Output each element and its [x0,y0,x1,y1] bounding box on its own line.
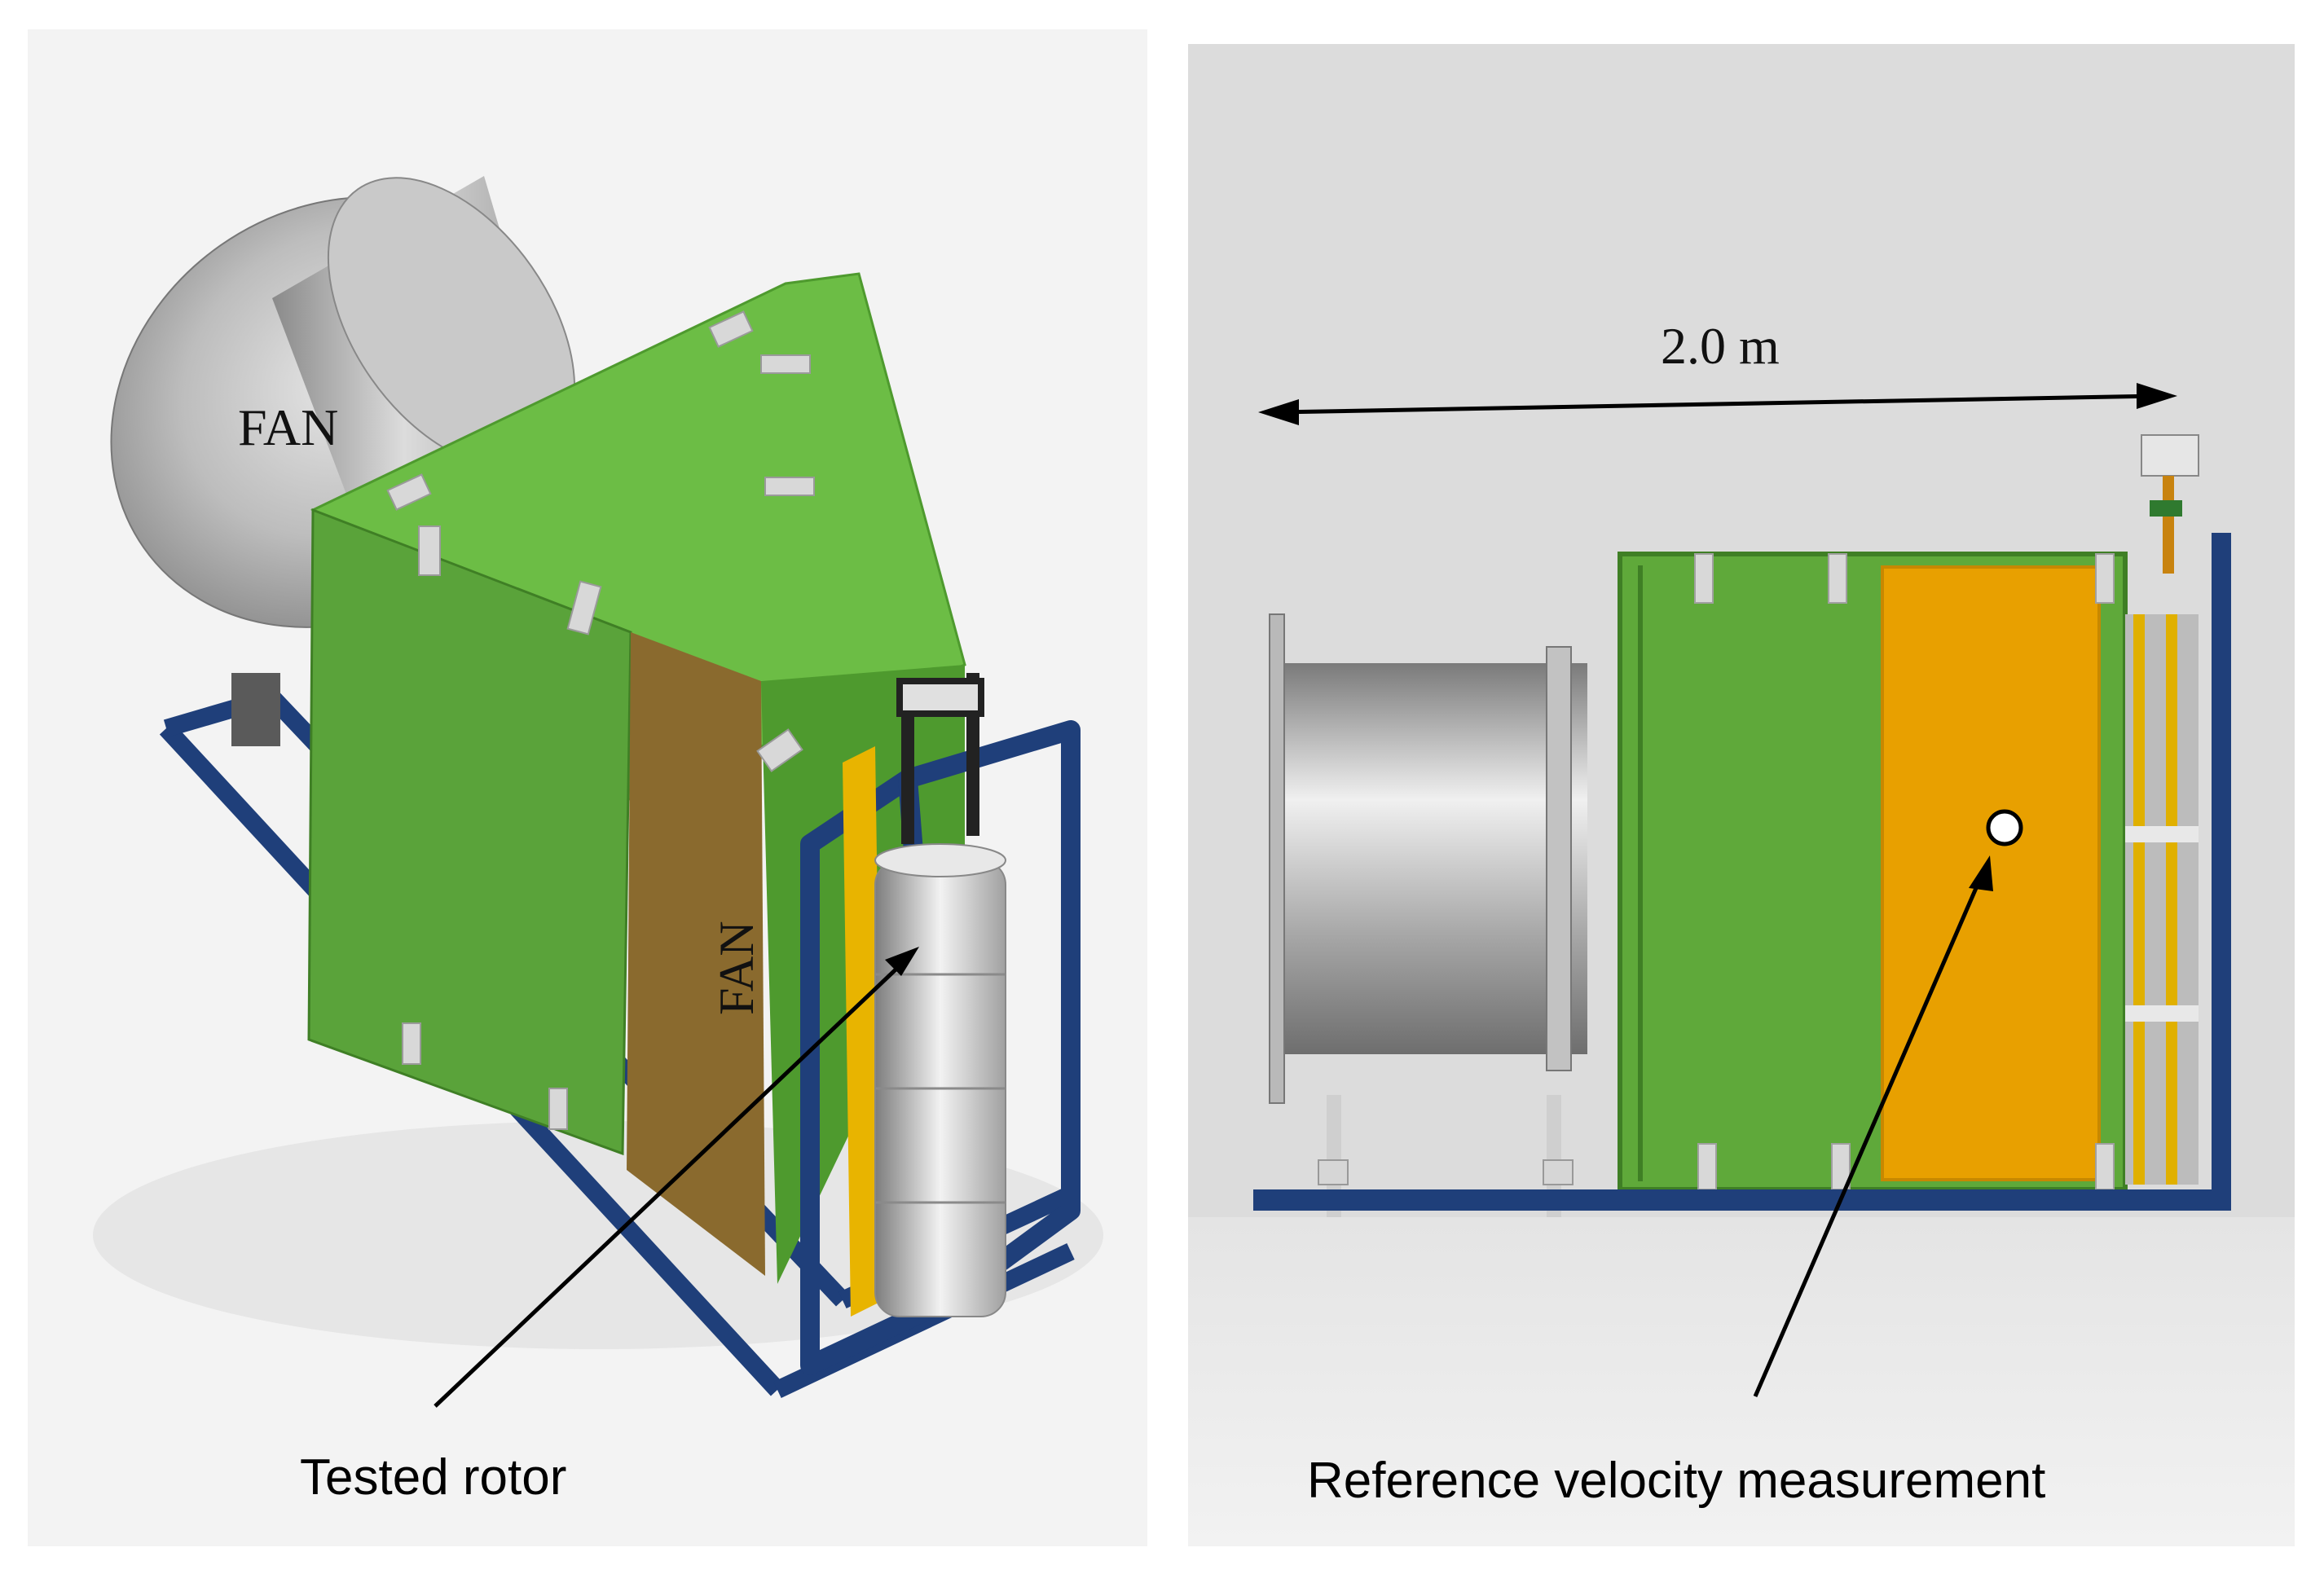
fan-cylinder [1269,613,1587,1217]
duct-left-face [307,508,632,1156]
fan-label: FAN [238,398,338,456]
measurement-point [1986,809,2023,846]
tested-rotor-label: Tested rotor [300,1449,566,1506]
rotor-back-strip [843,746,883,1317]
tested-rotor-arrow [434,947,919,1408]
dimension-line [1258,383,2177,425]
support-post [2212,533,2231,1209]
dimension-label: 2.0 m [1661,317,1780,375]
side-view-drawing: 2.0 m [1188,317,2295,1546]
velocity-measurement-label: Reference velocity measurement [1307,1453,2045,1509]
fan-label-rotated: FAN [710,921,764,1015]
duct-clips [1694,553,2115,1190]
duct-inner-flap [627,632,765,1276]
isometric-view-drawing: FAN FAN Tested rotor [93,176,1103,1506]
rotor-rig [2125,434,2199,1185]
duct-clips [386,310,815,1130]
floor [1188,1217,2295,1546]
isometric-view-panel: FAN FAN Tested rotor [28,29,1147,1546]
side-view-panel: 2.0 m [1188,44,2295,1546]
velocity-measurement-arrow [1753,855,1993,1397]
base-rail [1253,1189,2231,1211]
rotor-clamp [896,673,984,844]
tested-rotor [874,843,1006,1317]
